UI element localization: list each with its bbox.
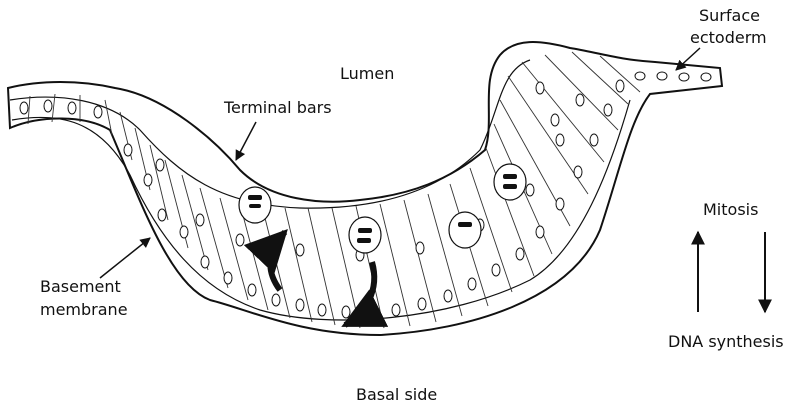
- dna-synthesis-label: DNA synthesis: [668, 332, 784, 352]
- basement-membrane-pointer: [100, 238, 150, 278]
- terminal-bars-label: Terminal bars: [224, 98, 332, 118]
- basement-membrane-label-line1: Basement: [40, 277, 121, 297]
- surface-ectoderm-label-line1: Surface: [699, 6, 760, 26]
- surface-ectoderm-cells: [635, 72, 711, 81]
- migration-arrow-up: [270, 232, 285, 290]
- basal-side-label: Basal side: [356, 385, 437, 405]
- basement-membrane-label-line2: membrane: [40, 300, 128, 320]
- lumen-label: Lumen: [340, 64, 394, 84]
- mitosis-label: Mitosis: [703, 200, 758, 220]
- apical-surface: [10, 60, 530, 208]
- terminal-bars-pointer: [236, 122, 256, 160]
- surface-ectoderm-label-line2: ectoderm: [690, 28, 767, 48]
